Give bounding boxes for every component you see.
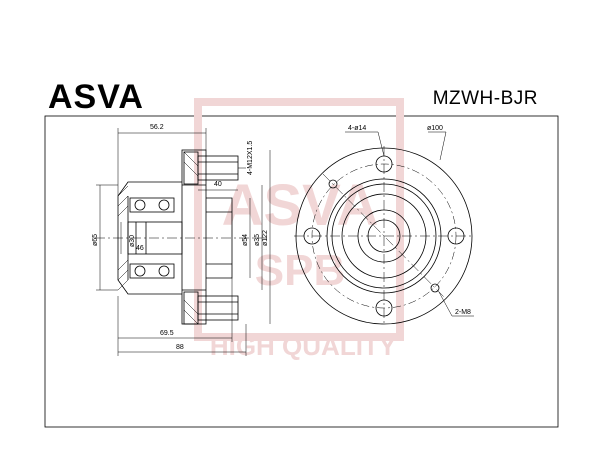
watermark-logo: ASVA SPB HIGH QUALITY bbox=[194, 98, 404, 361]
side-dimension-lines bbox=[96, 128, 271, 356]
dim-stud-length: 40 bbox=[214, 181, 222, 188]
dim-pilot-dia: ø54 bbox=[242, 234, 249, 246]
center-lines-front bbox=[294, 146, 474, 326]
watermark-tagline: HIGH QUALITY bbox=[210, 331, 396, 361]
dim-threads: 2-M8 bbox=[455, 309, 471, 316]
part-number: MZWH-BJR bbox=[432, 88, 538, 109]
dim-stud-thread: 4-M12X1.5 bbox=[247, 141, 254, 175]
drawing-frame bbox=[44, 115, 559, 428]
watermark-sub-text: SPB bbox=[255, 246, 345, 295]
dim-bottom-length-1: 69.5 bbox=[160, 330, 174, 337]
dim-bearing-bore: ø30 bbox=[129, 235, 136, 247]
dim-flange-step-dia: ø35 bbox=[254, 234, 261, 246]
m8-hole bbox=[328, 179, 338, 189]
m8-hole bbox=[430, 283, 440, 293]
hub-side-view bbox=[117, 149, 239, 325]
dim-flange-dia: ø122 bbox=[262, 230, 269, 246]
dim-holes: 4-ø14 bbox=[348, 125, 366, 132]
dim-top-length: 56.2 bbox=[150, 124, 164, 131]
brand-logo: ASVA bbox=[48, 78, 144, 116]
dim-bottom-length-2: 88 bbox=[176, 344, 184, 351]
front-leaders bbox=[345, 131, 474, 317]
watermark-logo-text: ASVA bbox=[222, 173, 379, 238]
dim-inner-width: 46 bbox=[136, 245, 144, 252]
dim-outer-dia: ø65 bbox=[92, 234, 99, 246]
dim-pcd: ø100 bbox=[427, 125, 443, 132]
